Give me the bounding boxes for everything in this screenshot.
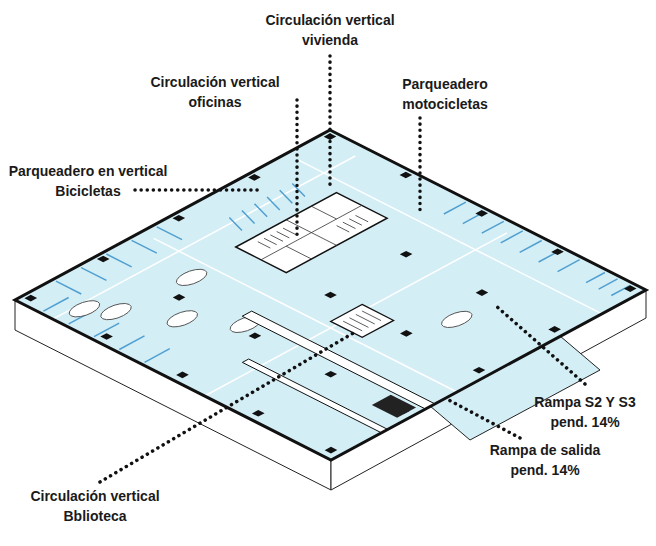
callout-label: Rampa S2 Y S3 pend. 14% [520, 392, 650, 433]
vertical-core [236, 193, 387, 273]
leader-line [100, 56, 585, 482]
ramp-wall [242, 359, 387, 433]
callout-label: Circulación vertical vivienda [255, 10, 405, 51]
callout-label: Circulación vertical oficinas [140, 72, 290, 113]
library-core [331, 304, 394, 337]
ramp-hatch [372, 395, 416, 418]
callout-label: Parqueadero en vertical Bicicletas [2, 161, 174, 202]
callout-label: Parqueadero motocicletas [370, 74, 520, 115]
callout-label: Rampa de salida pend. 14% [470, 440, 620, 481]
stair-lines [236, 193, 387, 273]
ramp-wall [242, 311, 435, 409]
callout-label: Circulación vertical Bblioteca [10, 486, 180, 527]
stair-lines [343, 311, 381, 331]
